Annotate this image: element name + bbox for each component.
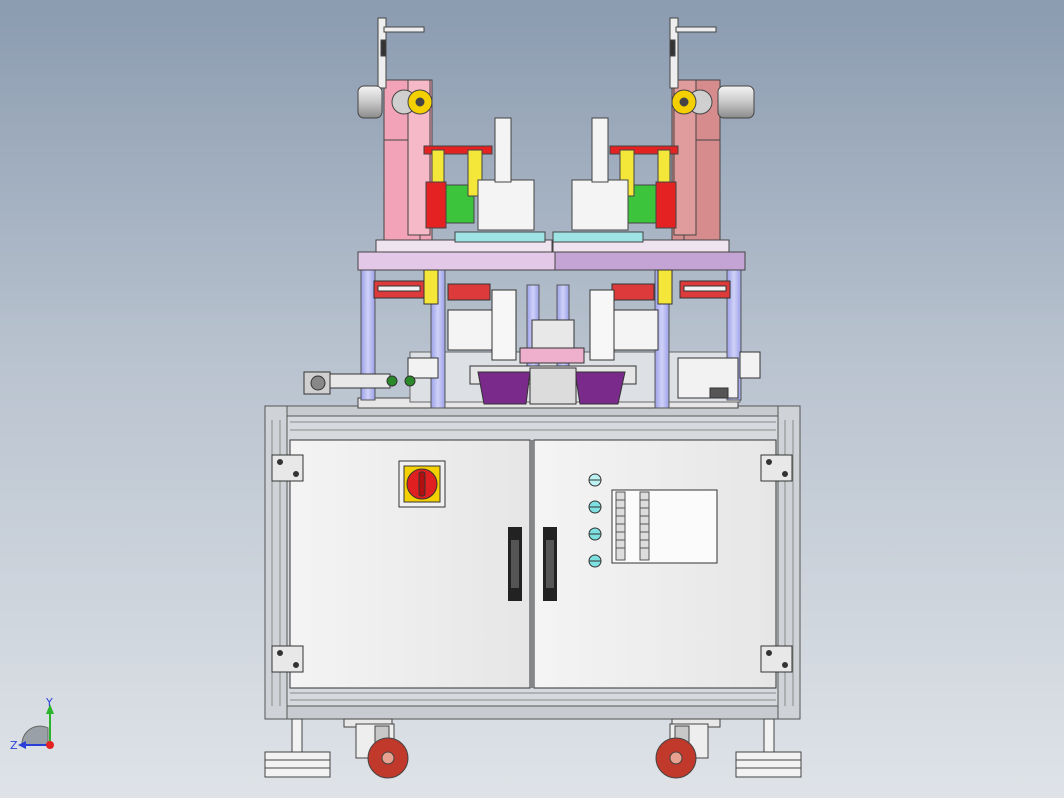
caster-wheel [343, 718, 721, 779]
side-cylinder [303, 371, 416, 395]
right-winding-head [571, 17, 755, 241]
y-axis-label: Y [45, 696, 53, 709]
red-rotary-switch-icon [398, 460, 446, 508]
terminal-panel [611, 489, 718, 564]
x-axis-origin [46, 741, 54, 749]
indicator-light-icon [588, 473, 602, 568]
z-axis-label: Z [10, 739, 18, 752]
fixture-assembly [407, 289, 761, 405]
right-door [533, 439, 777, 689]
door-handle-icon [508, 527, 557, 601]
hinge [271, 454, 793, 673]
cabinet [264, 405, 801, 720]
upper-platform [357, 231, 746, 271]
clamp-assembly [373, 269, 731, 305]
left-winding-head [357, 17, 535, 241]
leveling-foot [264, 718, 802, 778]
